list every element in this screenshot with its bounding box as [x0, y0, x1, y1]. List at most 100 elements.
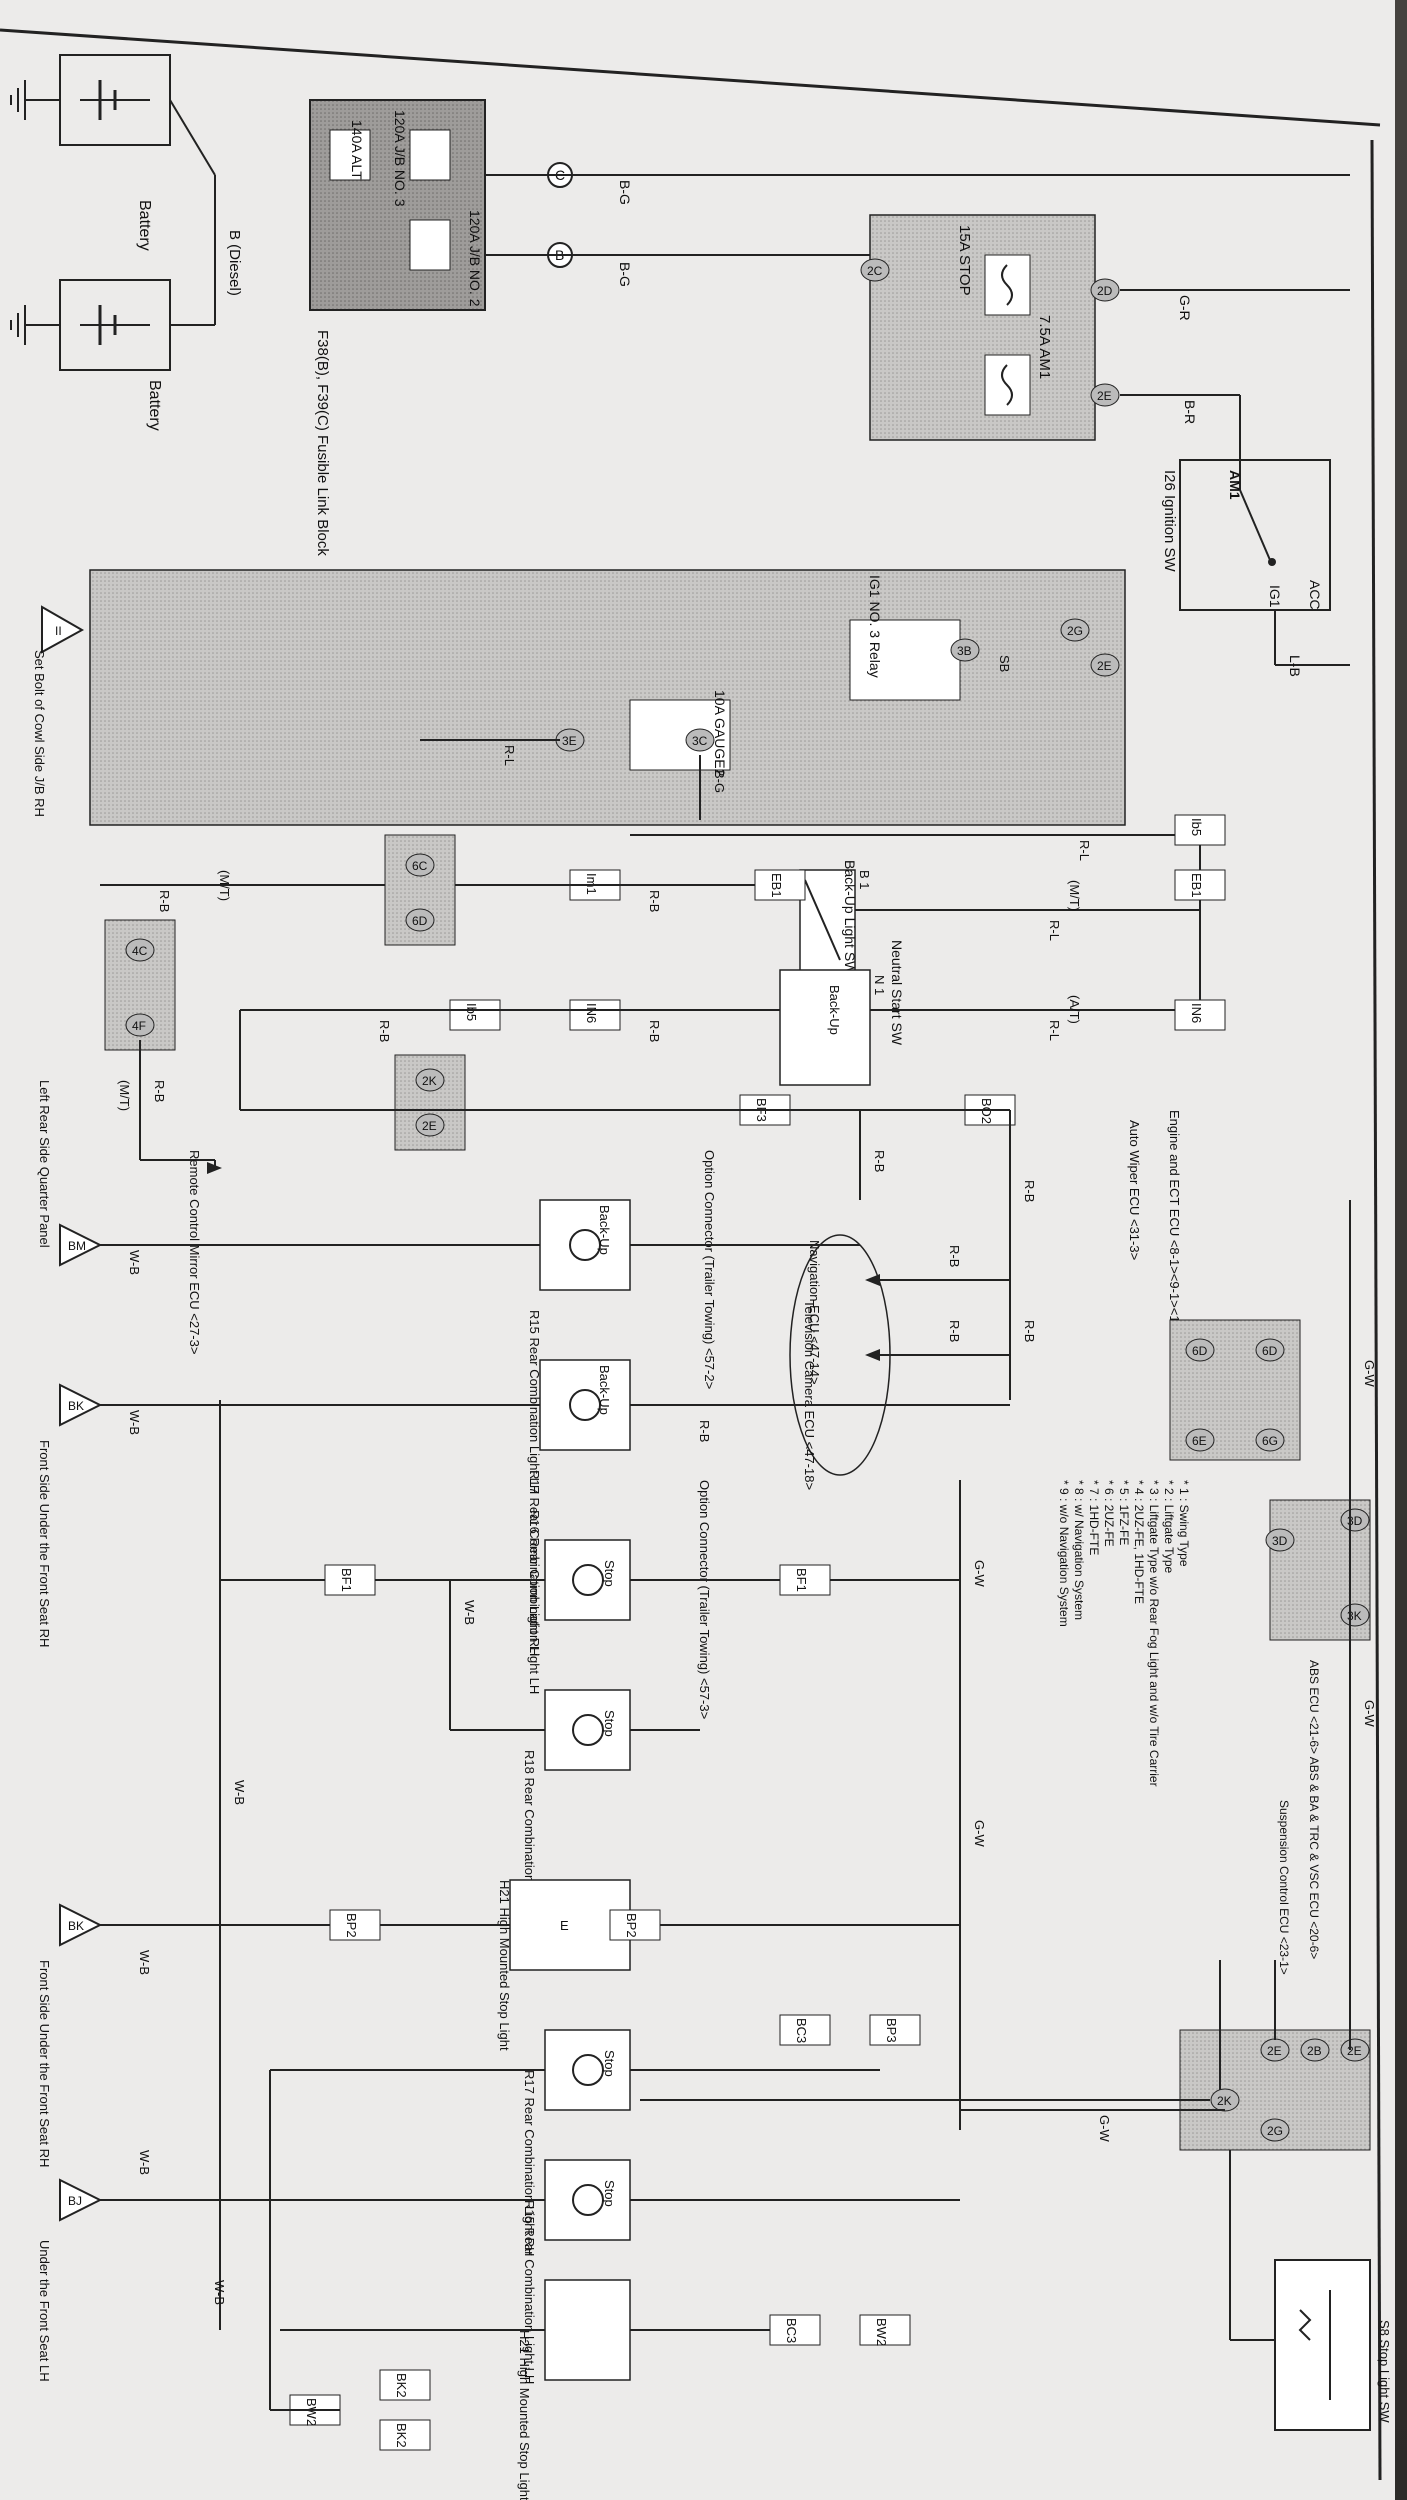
svg-text:2B: 2B [1307, 2044, 1322, 2058]
jb2-fuse-label: 120A J/B NO. 2 [467, 210, 483, 307]
svg-text:3B: 3B [957, 644, 972, 658]
ig1-label: IG1 [1267, 585, 1283, 608]
note-8: * 8 : w/ Navigation System [1072, 1480, 1086, 1620]
r15-backup-label: Back-Up [597, 1205, 612, 1255]
svg-text:G-R: G-R [1177, 295, 1193, 321]
svg-text:SB: SB [997, 655, 1012, 672]
svg-text:6D: 6D [1262, 1344, 1278, 1358]
r15-title: R15 Rear Combination Light LH [527, 1310, 542, 1494]
r17-stop-title: R17 Rear Combination Light RH [522, 2070, 537, 2256]
svg-text:BP2: BP2 [344, 1913, 359, 1938]
svg-text:EB1: EB1 [769, 873, 784, 898]
backup-lights: Back-Up R15 Rear Combination Light LH Ba… [37, 1080, 1010, 1656]
option-connector-2: Option Connector (Trailer Towing) <57-3> [697, 1480, 712, 1719]
ignition-switch: I26 Ignition SW AM1 ACC IG1 L-B [1161, 395, 1350, 677]
svg-text:R-B: R-B [157, 890, 172, 912]
right-connector-strip: 3D 3K 3D 2E 2B 2E 2K 2G 6D 6D 6E 6G G-W … [640, 1319, 1377, 2151]
svg-text:BF1: BF1 [794, 1568, 809, 1592]
r15-stop-title: R15 Rear Combination Light LH [522, 2200, 537, 2384]
neutral-backup-label: Back-Up [827, 985, 842, 1035]
option-connector-1: Option Connector (Trailer Towing) <57-2> [702, 1150, 717, 1389]
relay-box: IG1 NO. 3 Relay 10A GAUGE2 3B 3C 3E 2E 2… [32, 569, 1126, 826]
suspension-ecu: Suspension Control ECU <23-1> [1277, 1800, 1291, 1975]
svg-text:4F: 4F [132, 1019, 146, 1033]
abs-ecu: ABS ECU <21-6> ABS & BA & TRC & VSC ECU … [1307, 1660, 1321, 1959]
svg-text:IN6: IN6 [1189, 1003, 1204, 1023]
note-9: * 9 : w/o Navigation System [1057, 1480, 1071, 1627]
pin-2e [1090, 383, 1120, 407]
svg-text:R-B: R-B [152, 1080, 167, 1102]
svg-text:BP3: BP3 [884, 2018, 899, 2043]
svg-text:BF1: BF1 [339, 1568, 354, 1592]
svg-text:R-B: R-B [947, 1245, 962, 1267]
backup-sw-conn: B 1 [857, 870, 872, 890]
svg-text:B-G: B-G [617, 180, 633, 205]
ignition-title: I26 Ignition SW [1161, 470, 1178, 573]
ground-bm-caption: Left Rear Side Quarter Panel [37, 1080, 52, 1248]
svg-text:2K: 2K [422, 1074, 437, 1088]
fuse-box-stop-am1: 15A STOP 7.5A AM1 2C 2D 2E G-R B-R [860, 214, 1350, 441]
svg-text:4C: 4C [132, 944, 148, 958]
note-6: * 6 : 2UZ-FE [1102, 1480, 1116, 1547]
svg-text:R-B: R-B [647, 1020, 662, 1042]
svg-text:IN6: IN6 [584, 1003, 599, 1023]
pin-2d [1090, 278, 1120, 302]
backup-sw-title: Back-Up Light SW [842, 860, 858, 975]
svg-text:W-B: W-B [232, 1780, 247, 1805]
shaded-connectors-left: 6C 6D 2K 2E 4C 4F R-B (M/T) [104, 834, 466, 1161]
svg-text:BK2: BK2 [394, 2423, 409, 2448]
h21-e-label: E [560, 1918, 569, 1933]
svg-text:R-B: R-B [647, 890, 662, 912]
svg-text:W-B: W-B [137, 1950, 152, 1975]
svg-text:2D: 2D [1097, 284, 1113, 298]
svg-text:BW2: BW2 [304, 2398, 319, 2426]
svg-text:(A/T): (A/T) [1067, 995, 1082, 1024]
svg-text:R-L: R-L [1047, 1020, 1062, 1041]
svg-text:2E: 2E [1097, 389, 1112, 403]
svg-text:2K: 2K [1217, 2094, 1232, 2108]
stop-lights: Option Connector (Trailer Towing) <57-3>… [219, 1400, 987, 2330]
svg-text:6C: 6C [412, 859, 428, 873]
navigation-ecu: Navigation ECU <47-14> [807, 1240, 822, 1385]
svg-text:3E: 3E [562, 734, 577, 748]
svg-text:W-B: W-B [127, 1410, 142, 1435]
ground-bj-caption: Under the Front Seat LH [37, 2240, 52, 2382]
svg-text:R-B: R-B [1022, 1320, 1037, 1342]
fusible-link-caption: F38(B), F39(C) Fusible Link Block [314, 330, 331, 556]
am1-label: AM1 [1227, 470, 1243, 500]
stop-light-switch: S8 Stop Light SW [1229, 2150, 1392, 2431]
svg-text:(M/T): (M/T) [1067, 880, 1082, 911]
relay-title: IG1 NO. 3 Relay [867, 575, 883, 678]
television-camera-ecu: Television Camera ECU <47-18> [802, 1300, 817, 1490]
svg-text:3C: 3C [692, 734, 708, 748]
svg-text:R-B: R-B [872, 1150, 887, 1172]
svg-text:BP2: BP2 [624, 1913, 639, 1938]
svg-text:G-W: G-W [1362, 1360, 1377, 1387]
note-7: * 7 : 1HD-FTE [1087, 1480, 1101, 1555]
svg-text:G-W: G-W [972, 1560, 987, 1587]
ground-bk-caption: Front Side Under the Front Seat RH [37, 1440, 52, 1647]
svg-text:L-B: L-B [1287, 655, 1303, 677]
engine-ecu-label: Engine and ECT ECU <8-1><9-1><10-1> [1167, 1110, 1182, 1349]
diesel-note: B (Diesel) [226, 230, 243, 296]
svg-text:BO2: BO2 [979, 1098, 994, 1124]
svg-text:(M/T): (M/T) [117, 1080, 132, 1111]
svg-text:BC3: BC3 [784, 2318, 799, 2343]
svg-text:Stop: Stop [602, 2050, 617, 2077]
svg-text:3D: 3D [1272, 1534, 1288, 1548]
ground-ii-caption: Set Bolt of Cowl Side J/B RH [32, 650, 47, 817]
note-3: * 3 : Liftgate Type w/o Rear Fog Light a… [1147, 1480, 1161, 1787]
backup-switch-section: B 1 Back-Up Light SW Back-Up N 1 Neutral… [100, 814, 1226, 1086]
svg-text:2C: 2C [867, 264, 883, 278]
svg-text:R-B: R-B [1022, 1180, 1037, 1202]
svg-text:B-R: B-R [1182, 400, 1198, 424]
neutral-sw-conn: N 1 [872, 975, 887, 995]
ground-bk-caption-2: Front Side Under the Front Seat RH [37, 1960, 52, 2167]
note-5: * 5 : 1FZ-FE [1117, 1480, 1131, 1545]
svg-text:BC3: BC3 [794, 2018, 809, 2043]
svg-text:6D: 6D [412, 914, 428, 928]
svg-text:BW2: BW2 [874, 2318, 889, 2346]
mirror-ecu: Remote Control Mirror ECU <27-3> [187, 1150, 202, 1354]
svg-text:(M/T): (M/T) [217, 870, 232, 901]
